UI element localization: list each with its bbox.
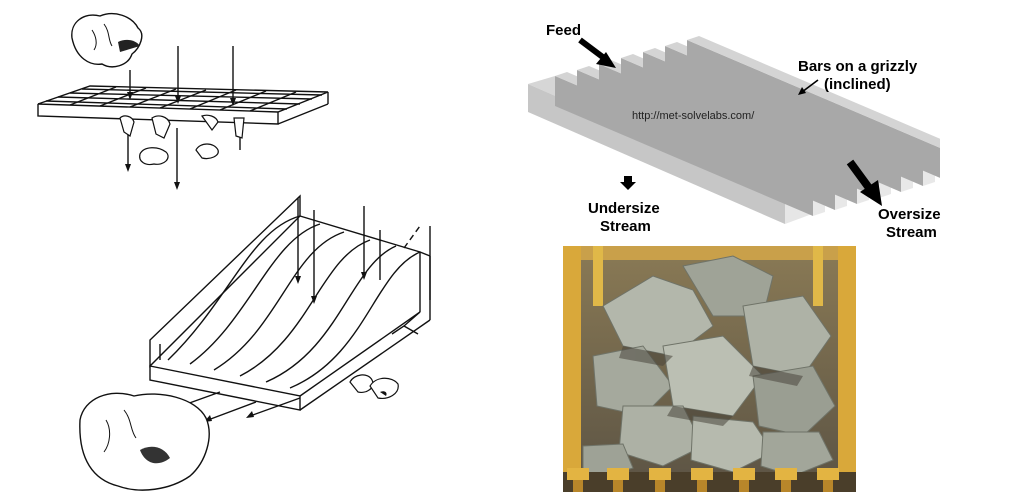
grid-screen-sketch — [37, 12, 329, 190]
oversize-label-line2: Stream — [886, 224, 937, 241]
bars-label-line1: Bars on a grizzly — [798, 58, 918, 75]
grizzly-bar-side — [687, 40, 940, 178]
grizzly-bar-top — [687, 36, 940, 148]
undersize-label-line2: Stream — [600, 218, 651, 235]
oversize-arrow — [846, 159, 882, 206]
photo-grizzly-bars — [563, 468, 856, 492]
rock-sketch-top — [71, 12, 143, 68]
feed-label: Feed — [546, 22, 582, 39]
grizzly-bar-set — [555, 36, 940, 216]
undersize-label-line1: Undersize — [588, 200, 660, 217]
grizzly-rocks-photo — [563, 246, 856, 492]
rock-sketch-large — [79, 392, 210, 491]
oversize-label-line1: Oversize — [878, 206, 941, 223]
grizzly-bars-3d — [528, 36, 940, 224]
feed-arrow — [578, 37, 616, 68]
flow-arrows — [578, 37, 882, 206]
bars-label-line2: (inclined) — [824, 76, 891, 93]
inclined-grizzly-sketch — [79, 194, 431, 491]
watermark-url: http://met-solvelabs.com/ — [632, 110, 755, 122]
undersize-arrow — [620, 176, 636, 190]
bars-pointer-arrow — [798, 79, 819, 95]
